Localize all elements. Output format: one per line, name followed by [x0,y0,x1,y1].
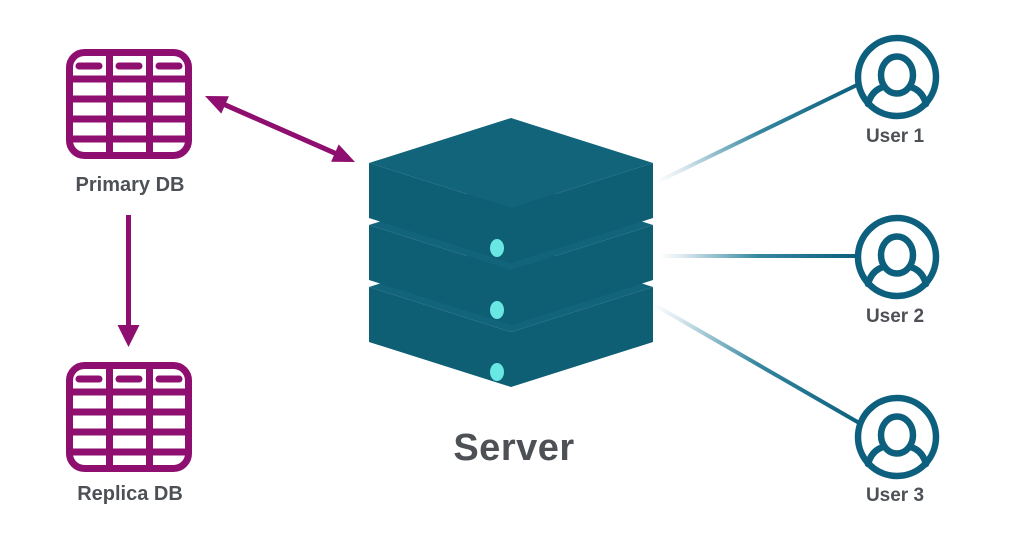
replica-db-label: Replica DB [77,483,183,505]
user-1-label: User 1 [865,126,925,147]
user-2-icon [854,214,940,300]
server-slab-1 [369,118,653,263]
user-1-icon [854,34,940,120]
server-user3-link [651,302,863,426]
server-stack-icon [369,118,653,387]
server-user1-link [655,82,861,184]
replication-arrow [117,215,140,347]
user-2-label: User 2 [865,306,925,327]
server-led-2 [490,301,504,319]
db-server-sync-arrow [205,96,355,162]
server-label: Server [453,427,575,469]
user-3-label: User 3 [865,485,925,506]
primary-db-table-icon [70,53,189,156]
server-led-3 [490,363,504,381]
primary-db-label: Primary DB [75,174,185,196]
user-3-icon [854,394,940,480]
server-user-links [651,82,863,426]
replica-db-table-icon [70,366,189,469]
server-led-1 [490,239,504,257]
